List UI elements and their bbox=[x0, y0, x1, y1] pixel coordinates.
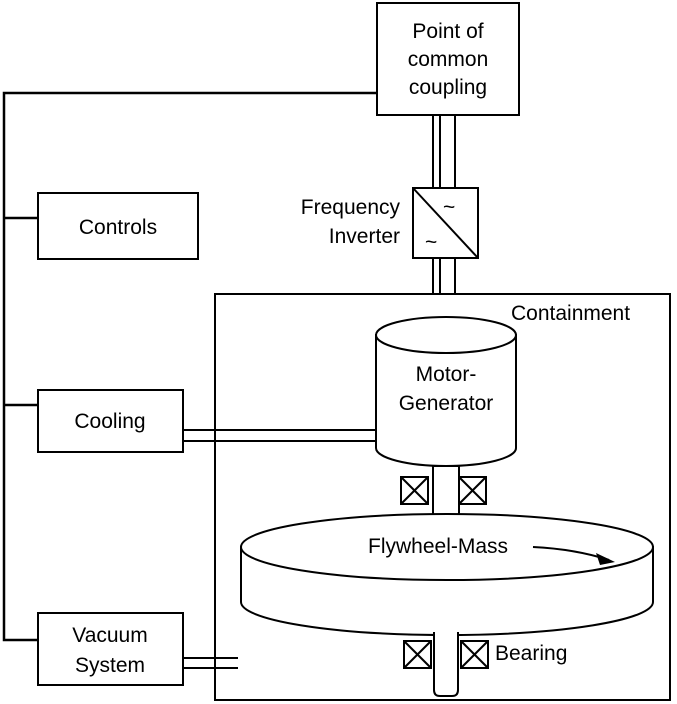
pcc-label-line-2: common bbox=[408, 48, 489, 71]
flywheel-mass-label: Flywheel-Mass bbox=[368, 535, 508, 558]
lower-shaft bbox=[433, 632, 459, 697]
lower-bearing bbox=[403, 640, 489, 669]
flywheel-mass: Flywheel-Mass bbox=[240, 513, 654, 636]
containment-label: Containment bbox=[511, 302, 630, 325]
frequency-inverter-label-line-1: Frequency bbox=[301, 196, 401, 219]
control-bus bbox=[2, 91, 377, 642]
upper-bearing bbox=[400, 476, 487, 505]
motor-generator-label-line-1: Motor- bbox=[416, 363, 477, 386]
frequency-inverter: ~ ~ bbox=[412, 187, 479, 259]
frequency-inverter-label-line-2: Inverter bbox=[329, 225, 400, 248]
vacuum-system-unit: Vacuum System bbox=[37, 612, 184, 686]
vacuum-system-label-line-1: Vacuum bbox=[72, 624, 147, 647]
ac-input-icon: ~ bbox=[443, 196, 455, 219]
bearing-label: Bearing bbox=[495, 642, 567, 665]
point-of-common-coupling: Point of common coupling bbox=[376, 2, 520, 116]
cooling-label: Cooling bbox=[74, 410, 145, 433]
pcc-label-line-3: coupling bbox=[409, 76, 487, 99]
motor-generator-label-line-2: Generator bbox=[399, 392, 494, 415]
controls-label: Controls bbox=[79, 216, 157, 239]
cooling-pipes bbox=[183, 429, 376, 442]
rotation-arrow-icon bbox=[596, 553, 615, 565]
cooling-unit: Cooling bbox=[37, 389, 184, 453]
vacuum-system-label-line-2: System bbox=[75, 654, 145, 677]
ac-output-icon: ~ bbox=[425, 231, 437, 254]
pcc-label-line-1: Point of bbox=[412, 20, 483, 43]
vacuum-pipes bbox=[183, 657, 238, 669]
grid-connection-lines bbox=[432, 115, 456, 188]
controls-unit: Controls bbox=[37, 192, 199, 260]
motor-generator: Motor- Generator bbox=[375, 316, 517, 467]
